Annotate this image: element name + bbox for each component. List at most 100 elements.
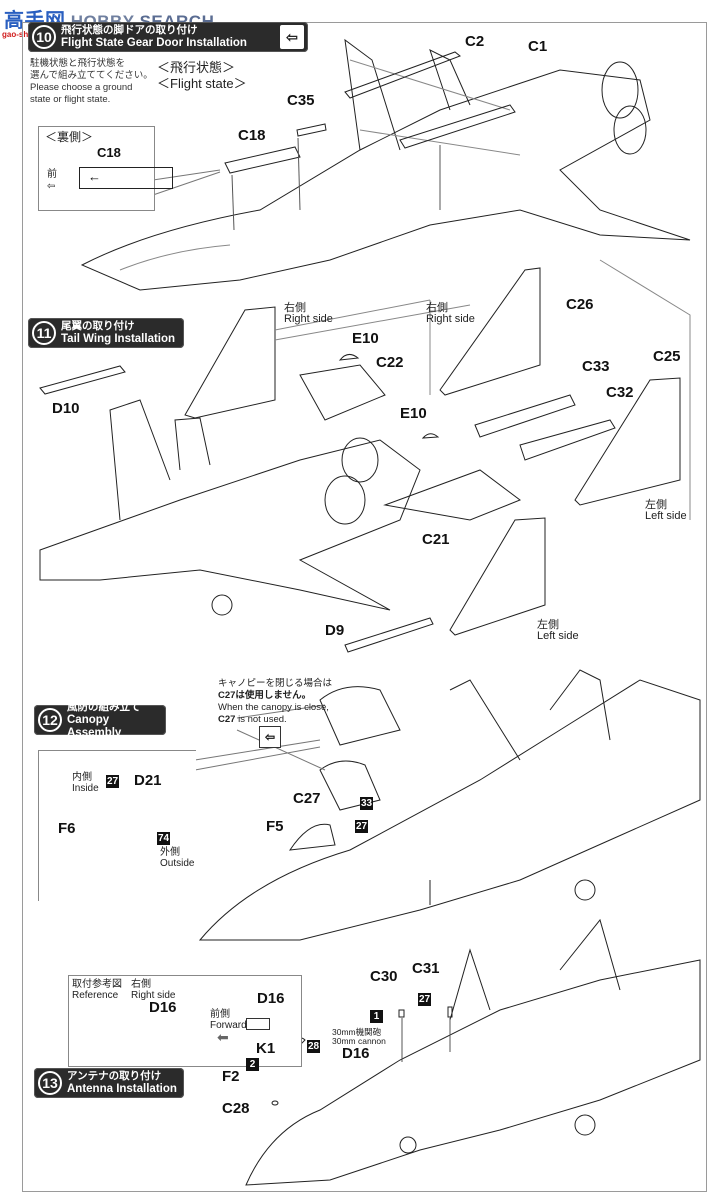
forward-arrow-icon: ⬅ [217, 1029, 229, 1045]
left-side-label-a: 左側 Left side [645, 500, 687, 522]
right-side-jp-b: 右側 [426, 302, 448, 314]
paint-code-74: 74 [157, 832, 170, 845]
inside-jp: 内側 [72, 772, 92, 783]
step12-note-en-part: C27 [218, 714, 236, 725]
inside-en: Inside [72, 783, 99, 794]
paint-code-2: 2 [246, 1058, 259, 1071]
part-c22-shape [299, 364, 386, 421]
right-side-label-a: 右側 Right side [284, 303, 333, 325]
part-label-c1: C1 [528, 38, 548, 55]
reference-jp: 取付参考図 [72, 979, 122, 990]
part-c30-shape [398, 1009, 405, 1018]
part-label-c18: C18 [238, 127, 266, 144]
part-label-c22: C22 [376, 354, 404, 371]
outside-label: 外側 Outside [160, 847, 194, 869]
step10-number: 10 [32, 25, 56, 49]
step13-title-jp: アンテナの取り付け [67, 1070, 162, 1082]
part-label-c2: C2 [465, 33, 485, 50]
page-frame [22, 22, 707, 1192]
part-label-c30: C30 [370, 968, 398, 985]
flight-state-jp: ＜飛行状態＞ [157, 60, 236, 75]
step10-title-jp: 飛行状態の脚ドアの取り付け [61, 24, 198, 36]
inset-part-c18: C18 [97, 145, 121, 160]
part-label-c25: C25 [653, 348, 681, 365]
right-side-jp-ref: 右側 [131, 979, 151, 990]
part-f5-shape [288, 823, 336, 851]
part-d10-shape [39, 365, 126, 395]
part-c1-shape [399, 104, 516, 149]
canopy-open-shape [319, 686, 401, 746]
left-side-jp-b: 左側 [537, 619, 559, 631]
part-label-e10-b: E10 [400, 405, 427, 422]
step12-aircraft-drawing [198, 669, 701, 941]
step10-aircraft-drawing [80, 38, 691, 291]
part-c18-shape [224, 146, 301, 174]
part-label-c28: C28 [222, 1100, 250, 1117]
step10-banner: 10 飛行状態の脚ドアの取り付け Flight State Gear Door … [28, 22, 308, 52]
forward-jp: 前側 [210, 1009, 230, 1020]
step13-aircraft-drawing [245, 918, 701, 1186]
step12-title-jp: 風防の組み立て [67, 700, 141, 713]
part-c25-shape [574, 377, 681, 506]
part-c32-shape [519, 419, 616, 461]
right-vertical-tail-shape [184, 306, 276, 419]
swap-arrow-icon: ⇦ [280, 25, 304, 49]
right-side-en-ref: Right side [131, 990, 176, 1001]
part-label-c35: C35 [287, 92, 315, 109]
reference-en: Reference [72, 990, 119, 1001]
step10-note-jp-2: 選んで組み立ててください。 [30, 70, 153, 81]
direction-arrow-icon: ← [88, 169, 101, 184]
inset-front-label: 前 [47, 169, 57, 180]
flight-state-en: ＜Flight state＞ [157, 76, 247, 91]
paint-code-28: 28 [307, 1040, 320, 1053]
step11-title-en: Tail Wing Installation [61, 333, 176, 345]
flight-state-label: ＜飛行状態＞ ＜Flight state＞ [157, 60, 247, 92]
canopy-frame-shape [319, 760, 381, 811]
right-side-label-ref: 右側 Right side [131, 979, 175, 1001]
right-side-jp-a: 右側 [284, 302, 306, 314]
forward-en: Forward [210, 1020, 247, 1031]
part-label-d16-detail: D16 [257, 990, 285, 1007]
step12-number: 12 [38, 708, 62, 732]
c18-underside-part: ← [79, 167, 173, 189]
inset-underside-title: ＜裏側＞ [45, 130, 94, 144]
step13-title-en: Antenna Installation [67, 1083, 177, 1095]
step13-banner: 13 アンテナの取り付け Antenna Installation [34, 1068, 184, 1098]
d16-part-detail [246, 1018, 270, 1030]
part-label-k1: K1 [256, 1040, 276, 1057]
right-side-en-a: Right side [284, 313, 333, 325]
part-c21-shape [383, 469, 522, 521]
left-side-jp-a: 左側 [645, 499, 667, 511]
paint-code-27-a: 27 [106, 775, 119, 788]
part-label-d10: D10 [52, 400, 80, 417]
part-c26-shape [439, 267, 541, 396]
paint-code-33: 33 [360, 797, 373, 810]
part-label-c32: C32 [606, 384, 634, 401]
part-label-f6: F6 [58, 820, 76, 837]
forward-label: 前側 Forward [210, 1009, 247, 1031]
outside-jp: 外側 [160, 847, 180, 858]
step11-number: 11 [32, 321, 56, 345]
left-vertical-tail-shape [449, 517, 546, 636]
part-label-c21: C21 [422, 531, 450, 548]
step11-title-jp: 尾翼の取り付け [61, 320, 135, 332]
part-d9-shape [344, 617, 434, 653]
cannon-label: 30mm機関砲 30mm cannon [332, 1028, 386, 1046]
step10-underside-inset: ＜裏側＞ C18 前 ⇦ ← [38, 126, 173, 211]
part-e10-shape-b [421, 433, 440, 439]
paint-code-1: 1 [370, 1010, 383, 1023]
step12-note-en-1: When the canopy is close, [218, 702, 329, 713]
step13-reference-inset: 取付参考図 Reference 右側 Right side D16 前側 For… [68, 975, 302, 1067]
cannon-jp: 30mm機関砲 [332, 1027, 382, 1037]
step12-note-en-rest: is not used. [235, 714, 287, 725]
step10-note-jp-1: 駐機状態と飛行状態を [30, 58, 126, 69]
paint-code-27-c: 27 [418, 993, 431, 1006]
part-c28-shape [271, 1100, 279, 1106]
step12-note-jp-2: C27は使用しません。 [218, 690, 312, 701]
cannon-en: 30mm cannon [332, 1036, 386, 1046]
inside-label: 内側 Inside [72, 772, 99, 794]
step10-title-en: Flight State Gear Door Installation [61, 37, 247, 49]
part-e10-shape-a [338, 354, 360, 361]
step10-note-en-1: Please choose a ground [30, 82, 133, 93]
part-label-d9: D9 [325, 622, 345, 639]
